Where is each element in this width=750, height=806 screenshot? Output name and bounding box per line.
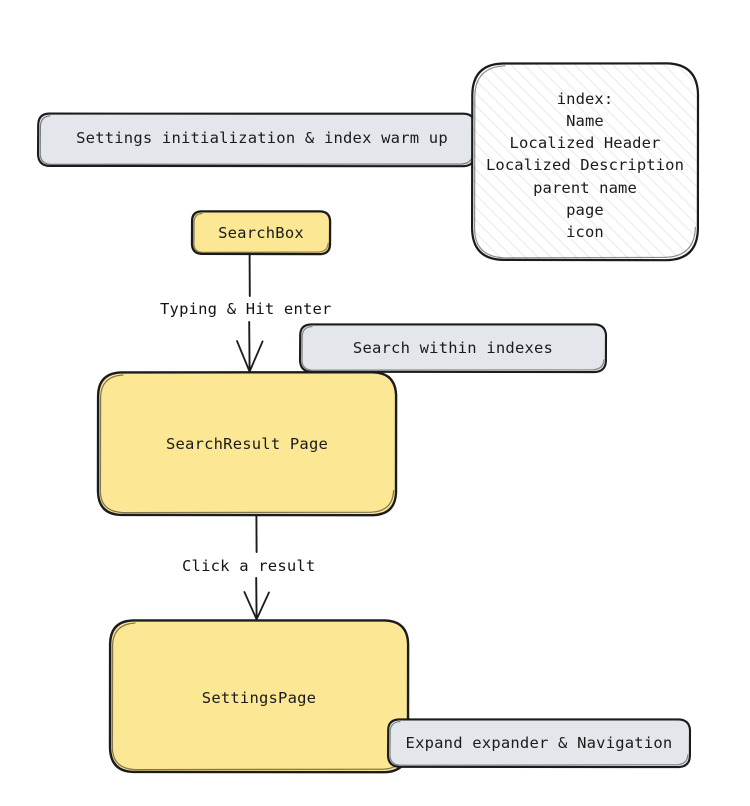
edge-label-typing-hit-enter: Typing & Hit enter [160, 300, 332, 318]
node-expand-expander-navigation[interactable] [386, 718, 692, 769]
node-searchbox[interactable] [190, 210, 332, 256]
edge-typing-hit-enter [236, 253, 264, 373]
node-settings-page[interactable] [108, 619, 410, 774]
node-searchresult-page[interactable] [96, 371, 398, 517]
node-search-within-indexes[interactable] [298, 323, 608, 374]
node-index-fields[interactable] [470, 62, 700, 262]
node-settings-initialization[interactable] [36, 112, 477, 168]
edge-label-click-a-result: Click a result [182, 557, 316, 575]
edge-click-a-result [243, 514, 270, 621]
